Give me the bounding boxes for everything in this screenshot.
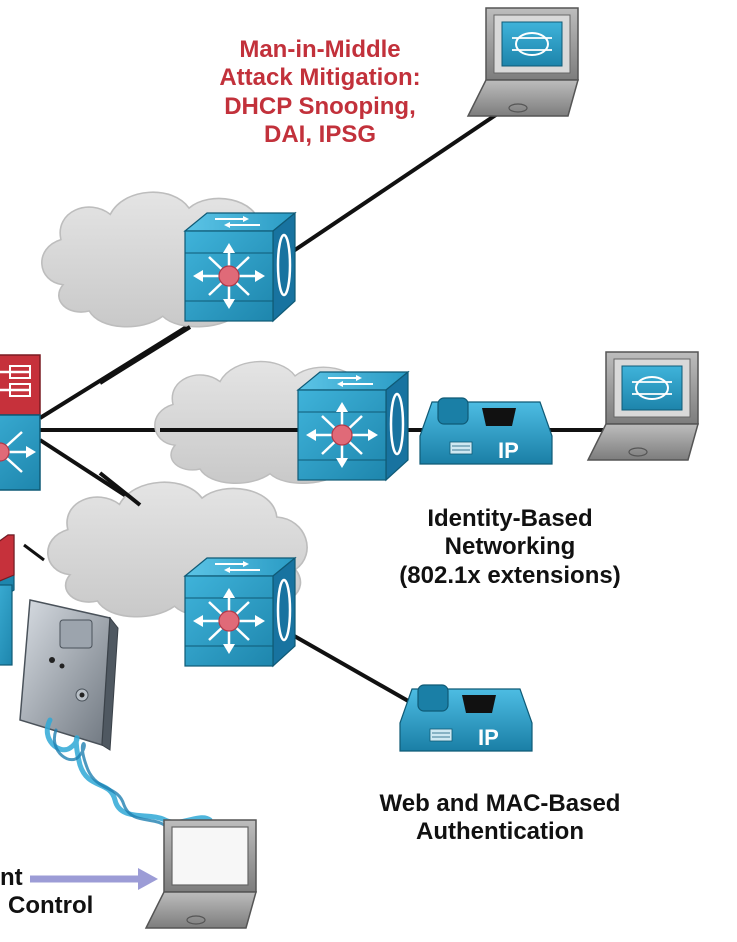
- cutoff-label: nt Control: [0, 864, 94, 920]
- edge-switch-icon: [0, 534, 15, 666]
- link-ap-core: [23, 543, 45, 562]
- core-router-icon: [0, 354, 41, 491]
- web-mac-auth-label: Web and MAC-Based Authentication: [379, 790, 621, 846]
- identity-networking-label: Identity-Based Networking (802.1x extens…: [399, 505, 621, 589]
- mitm-label: Man-in-Middle Attack Mitigation: DHCP Sn…: [219, 36, 421, 148]
- link-top-switch-laptop: [278, 98, 520, 262]
- laptop-icon: [467, 7, 579, 117]
- pointer-arrow: [30, 868, 158, 890]
- multilayer-switch-icon: [296, 370, 410, 482]
- wireless-access-point-icon: [19, 599, 213, 833]
- ip-phone-label: IP: [478, 725, 499, 750]
- ip-phone-icon: IP: [399, 684, 533, 752]
- laptop-icon: [587, 351, 699, 461]
- ip-phone-label: IP: [498, 438, 519, 463]
- ip-phone-icon: IP: [419, 397, 553, 465]
- multilayer-switch-icon: [183, 556, 297, 668]
- multilayer-switch-icon: [183, 211, 297, 323]
